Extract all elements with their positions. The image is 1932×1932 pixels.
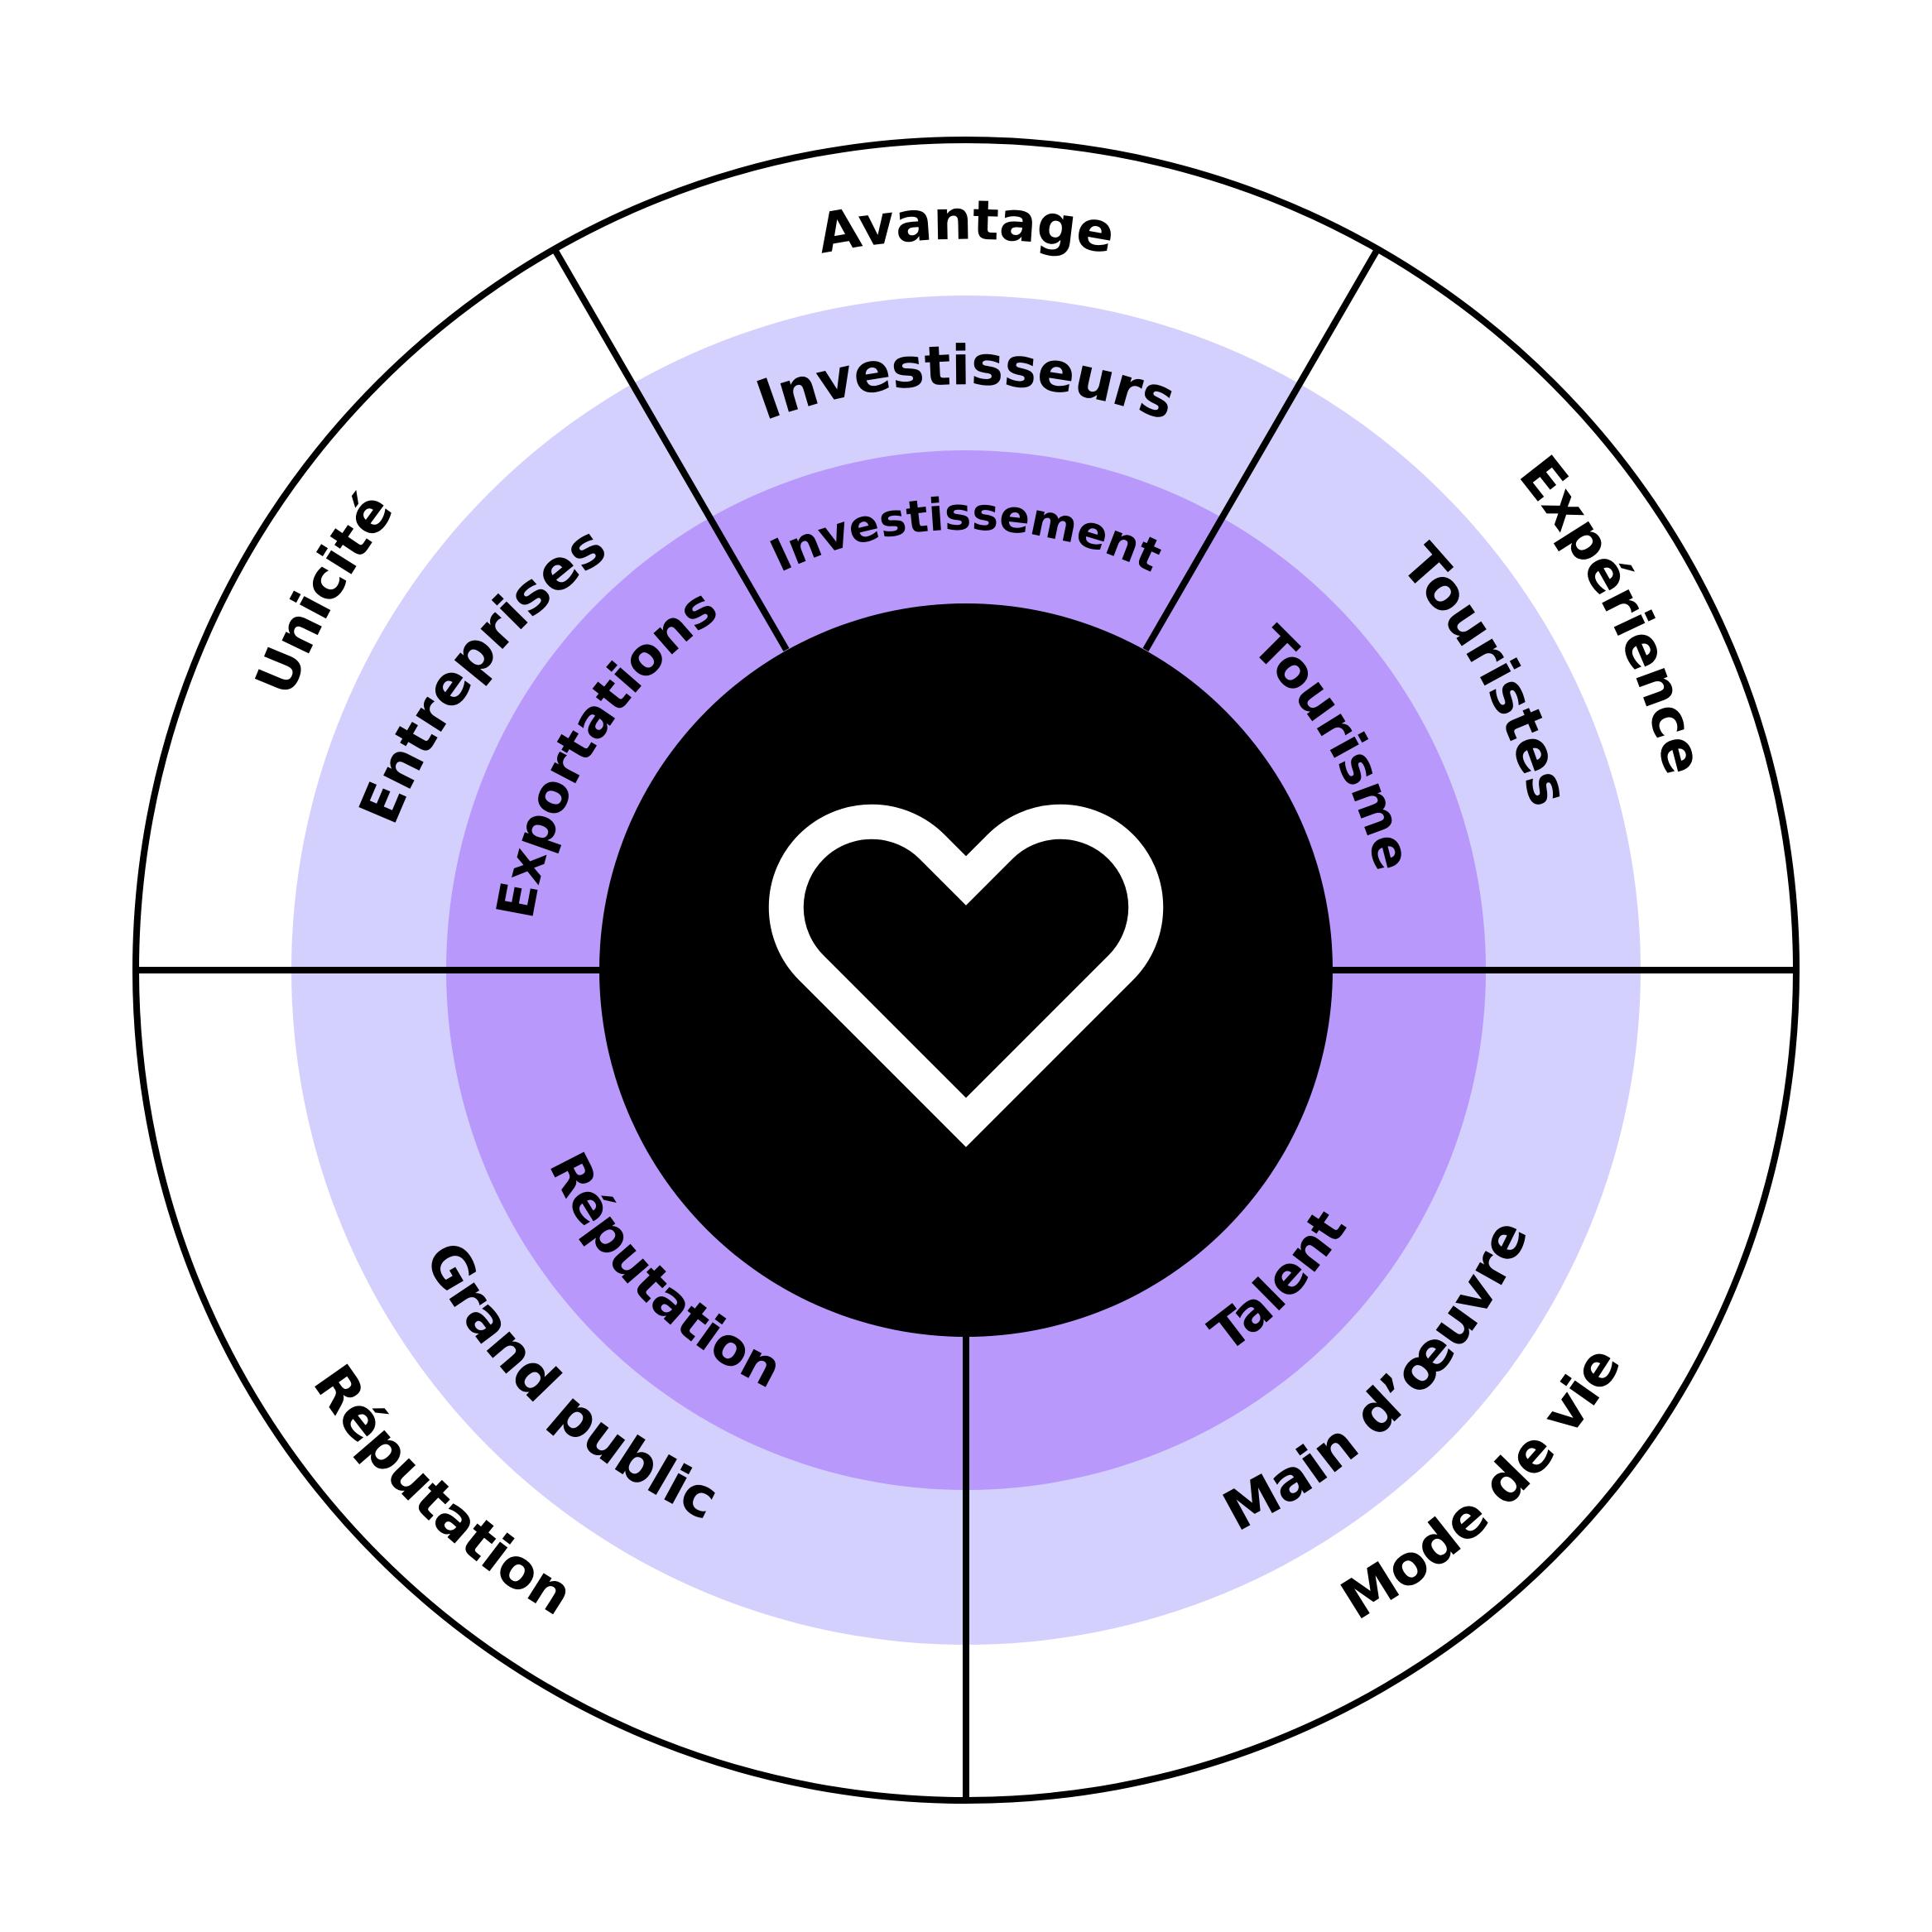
heart-outline-icon	[768, 804, 1164, 1147]
divider-top-right	[1142, 248, 1380, 652]
core-circle	[599, 603, 1333, 1337]
divider-top-left	[552, 248, 790, 652]
